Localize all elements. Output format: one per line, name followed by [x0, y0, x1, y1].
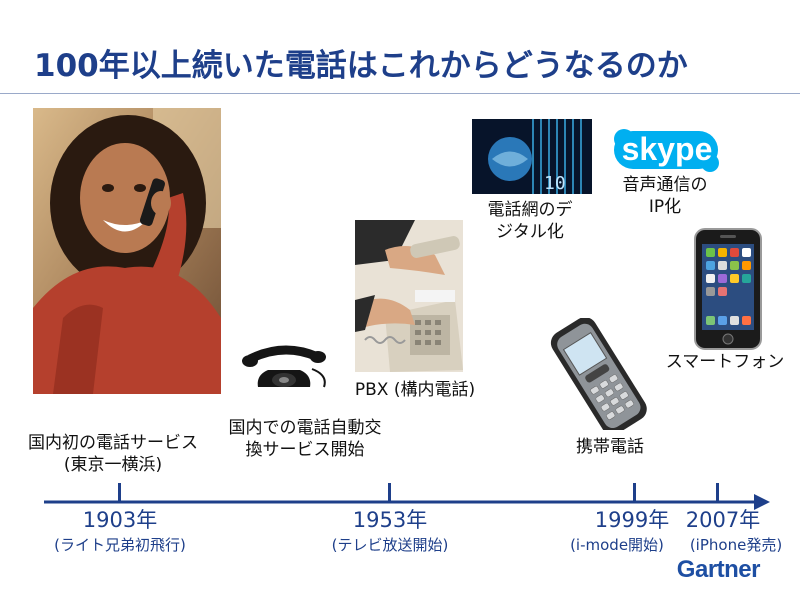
svg-text:10: 10 [544, 173, 566, 194]
digital-network-image: 10 [472, 119, 592, 194]
pbx-phone-photo [355, 220, 463, 372]
skype-logo: skype [612, 127, 722, 173]
label-first-service-line1: 国内初の電話サービス [28, 433, 198, 453]
title-divider [0, 93, 800, 94]
gartner-logo: Gartner [676, 556, 761, 583]
label-voip-line1: 音声通信の [622, 175, 708, 195]
iphone-image [694, 228, 762, 350]
label-auto-exchange-line2: 換サービス開始 [245, 440, 365, 460]
label-mobile: 携帯電話 [576, 437, 644, 457]
label-pbx: PBX (構内電話) [354, 380, 476, 400]
woman-on-phone-photo [33, 108, 221, 394]
label-digital-line1: 電話網のデ [487, 200, 573, 220]
mobile-phone-image [545, 317, 655, 435]
timeline-year-1903: 1903年 [82, 508, 158, 532]
label-digital-line2: ジタル化 [496, 222, 564, 242]
timeline-note-1953: (テレビ放送開始) [331, 536, 449, 554]
skype-logo-text: skype [621, 131, 713, 167]
timeline-year-2007: 2007年 [685, 508, 761, 532]
timeline-year-1953: 1953年 [352, 508, 428, 532]
label-voip-line2: IP化 [648, 197, 682, 217]
timeline-tick-1999 [633, 483, 636, 501]
label-smartphone: スマートフォン [665, 352, 785, 372]
timeline-year-1999: 1999年 [594, 508, 670, 532]
timeline-note-2007: (iPhone発売) [689, 536, 783, 554]
slide-title: 100年以上続いた電話はこれからどうなるのか [34, 48, 688, 84]
timeline-tick-1953 [388, 483, 391, 501]
timeline-tick-2007 [716, 483, 719, 501]
timeline-note-1903: (ライト兄弟初飛行) [54, 536, 186, 554]
label-first-service-line2: (東京一横浜) [63, 455, 163, 475]
timeline-note-1999: (i-mode開始) [570, 536, 664, 554]
label-auto-exchange-line1: 国内での電話自動交 [228, 418, 382, 438]
timeline-axis [44, 494, 770, 510]
rotary-phone-image [238, 335, 330, 395]
timeline-tick-1903 [118, 483, 121, 501]
